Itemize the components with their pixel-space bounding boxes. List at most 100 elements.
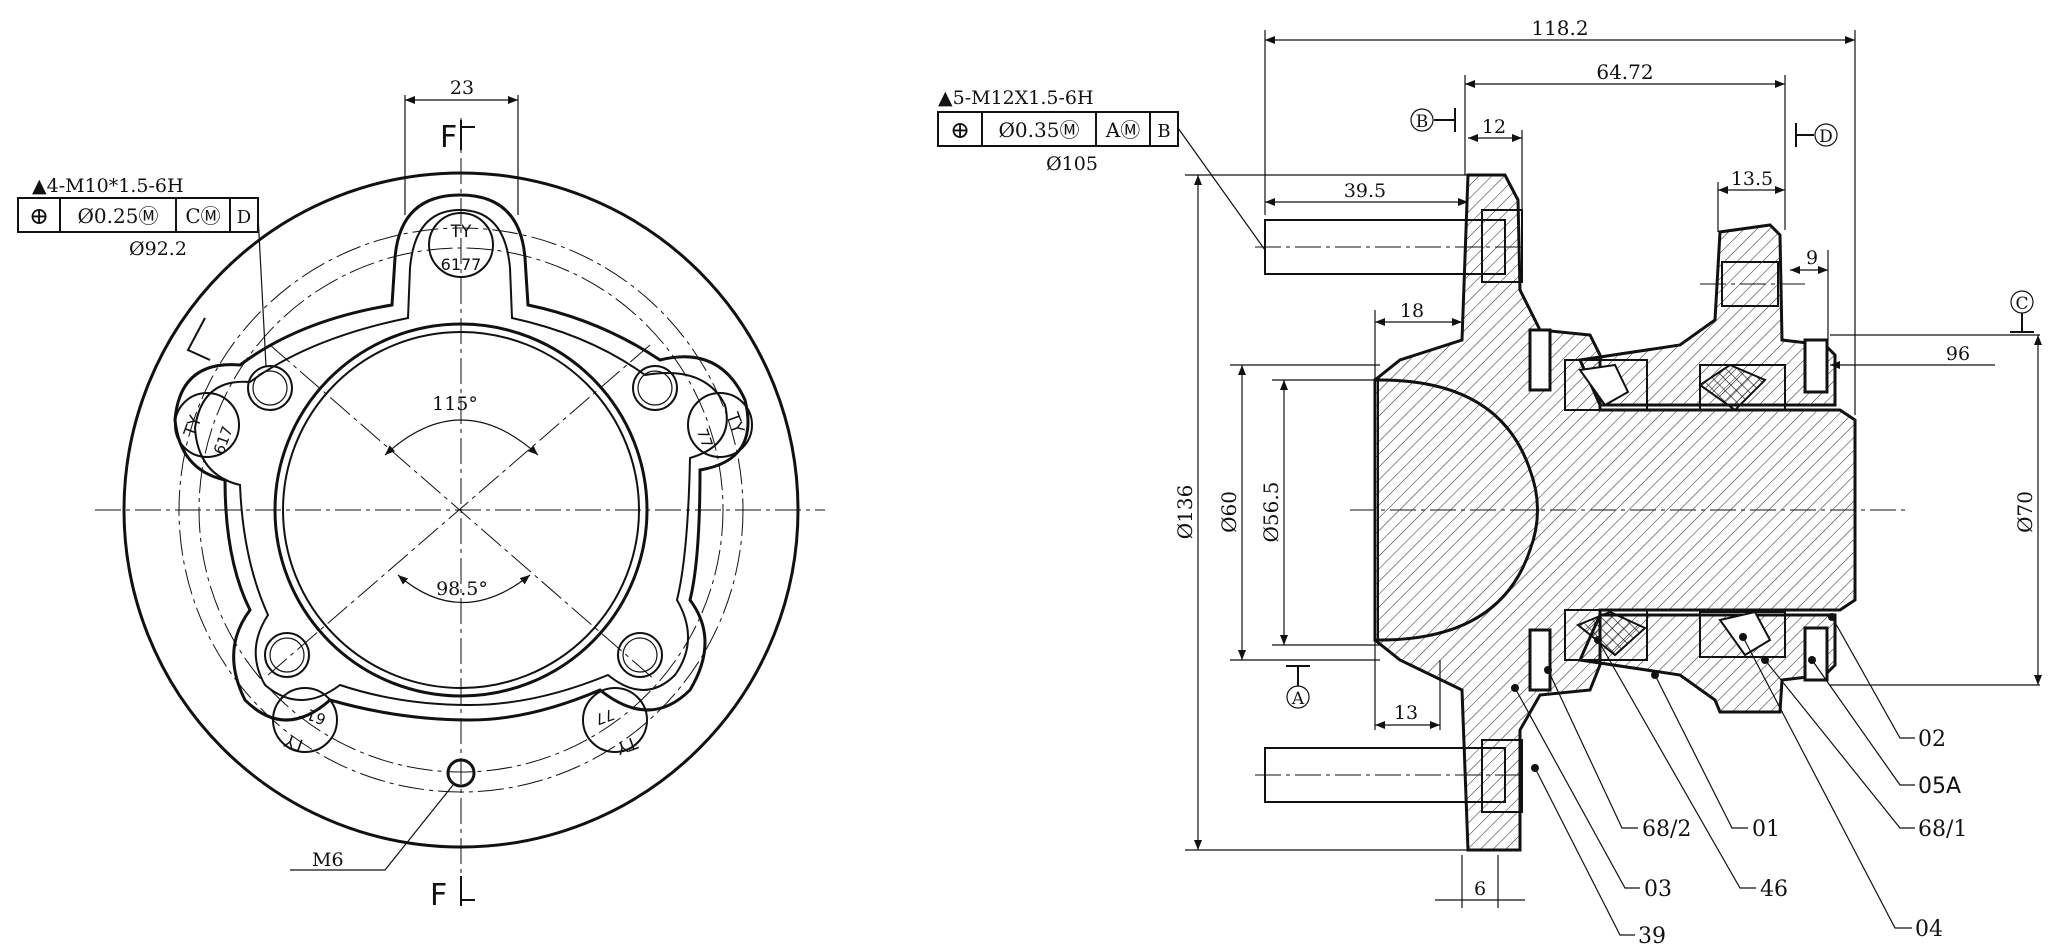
leader-39 — [1534, 767, 1635, 936]
part-05a: 05A — [1918, 774, 1961, 799]
front-fcf-datum1: CⓂ — [185, 204, 220, 228]
leader-68-1 — [1764, 659, 1915, 829]
tab-mark-right-number: 77 — [693, 426, 716, 450]
front-bolt-circle-label: Ø92.2 — [129, 238, 187, 260]
leader-68-2 — [1547, 669, 1638, 829]
m6-hole — [446, 758, 476, 788]
bearing-cage-upper-right — [1699, 364, 1786, 411]
dim-96-label: 96 — [1946, 343, 1970, 365]
tab-boss-br — [582, 687, 648, 753]
bolt-hole-2 — [632, 365, 678, 411]
roller-upper-left — [1578, 363, 1630, 407]
angle-98-label: 98.5° — [436, 578, 488, 600]
dim-136-label: Ø136 — [1173, 485, 1197, 540]
bolt-hole-4-thread — [622, 637, 658, 673]
section-thread-callout: ▲5-M12X1.5-6H — [938, 87, 1094, 109]
m6-leader — [290, 784, 454, 871]
pilot-bore-inner — [282, 331, 640, 689]
angle-115-label: 115° — [432, 393, 478, 415]
part-68-2: 68/2 — [1642, 817, 1691, 842]
pilot-bore-outer — [273, 322, 649, 698]
bolt-hole-1-thread — [252, 370, 288, 406]
front-view: TY 6177 TY 617 TY 77 TY 61 TY 77 M6 F F … — [17, 77, 825, 913]
dim-12-label: 12 — [1482, 116, 1506, 138]
datum-b-label: B — [1416, 112, 1429, 132]
datum-d-label: D — [1819, 127, 1833, 147]
datum-c-label: C — [2015, 294, 2028, 314]
tab-mark-br-ty: TY — [613, 731, 641, 757]
dim-56-label: Ø56.5 — [1259, 482, 1283, 543]
section-fcf-value: Ø0.35Ⓜ — [999, 118, 1080, 142]
dim-118-label: 118.2 — [1531, 16, 1588, 40]
hub-pilot — [1373, 378, 1539, 642]
section-fcf-datum1: AⓂ — [1105, 118, 1140, 142]
seal-upper-right — [1803, 338, 1829, 394]
dim-39-label: 39.5 — [1344, 180, 1386, 202]
bearing-cage-upper-left — [1564, 359, 1648, 411]
leader-03 — [1514, 687, 1640, 889]
tab-boss-top — [428, 212, 494, 278]
part-01: 01 — [1752, 817, 1780, 842]
dim-70-label: Ø70 — [2013, 491, 2037, 533]
datum-a-label: A — [1291, 689, 1305, 709]
front-fcf-value: Ø0.25Ⓜ — [78, 204, 159, 228]
part-02: 02 — [1918, 727, 1946, 752]
tab-mark-right-ty: TY — [721, 409, 747, 437]
bolt-circle-line-outer — [178, 227, 744, 793]
part-04: 04 — [1915, 917, 1943, 942]
section-fcf-datum2: B — [1157, 121, 1170, 142]
dim-60-label: Ø60 — [1217, 491, 1241, 533]
dim-18-label: 18 — [1400, 300, 1424, 322]
bolt-hole-1 — [247, 365, 293, 411]
tab-mark-left-number: 617 — [210, 424, 237, 457]
dim-13-label: 13 — [1394, 702, 1418, 724]
section-callout-leader — [1177, 127, 1266, 251]
bolt-hole-3 — [264, 632, 310, 678]
front-thread-callout: ▲4-M10*1.5-6H — [32, 175, 184, 197]
tab-boss-left — [174, 392, 240, 458]
section-view: 118.2 64.72 12 39.5 13.5 9 18 96 13 — [937, 16, 2042, 946]
dim-13-5-label: 13.5 — [1731, 168, 1773, 190]
leader-05a — [1811, 659, 1915, 786]
section-mark-top: F — [440, 120, 457, 155]
bolt-hole-2-thread — [637, 370, 673, 406]
dim-6-label: 6 — [1474, 878, 1486, 900]
front-fcf-datum2: D — [237, 207, 251, 228]
tab-boss-bl — [272, 687, 338, 753]
part-number-leaders: 02 05A 68/1 04 01 46 68/2 03 39 — [1511, 613, 1967, 946]
roller-lower-right — [1718, 610, 1772, 657]
datum-d-circle — [1814, 123, 1838, 147]
tab-boss-right — [687, 392, 753, 458]
bolt-hole-4 — [617, 632, 663, 678]
front-diagonal-centerline — [269, 344, 656, 681]
flange-inner-contour — [193, 208, 728, 707]
part-39: 39 — [1638, 924, 1666, 946]
part-46: 46 — [1760, 877, 1788, 902]
leader-02 — [1831, 616, 1915, 739]
front-diagonal-centerline-2 — [267, 344, 651, 676]
datum-b-circle — [1410, 108, 1434, 132]
leader-46 — [1597, 639, 1756, 889]
bolt-hole-3-thread — [269, 637, 305, 673]
dim-64-label: 64.72 — [1596, 60, 1653, 84]
tab-mark-left-ty: TY — [180, 413, 206, 441]
outer-ring-section-lower — [1577, 613, 1837, 714]
tab-mark-top-ty: TY — [450, 222, 472, 242]
section-fcf-symbol: ⊕ — [950, 116, 970, 144]
seal-lower-right — [1803, 626, 1829, 682]
section-mark-bottom: F — [430, 878, 447, 913]
angle-98-arc — [397, 574, 531, 603]
leader-04 — [1742, 636, 1912, 929]
flange-outline — [173, 193, 750, 722]
tab-mark-top-number: 6177 — [441, 255, 482, 274]
part-68-1: 68/1 — [1918, 817, 1967, 842]
roller-lower-left — [1576, 610, 1647, 657]
front-callout-leader — [257, 214, 267, 367]
outer-disc — [122, 171, 800, 849]
leader-01 — [1654, 674, 1748, 829]
dim-23-label: 23 — [450, 77, 474, 99]
dim-9-label: 9 — [1806, 247, 1818, 269]
tab-mark-bl-number: 61 — [304, 705, 328, 728]
angle-115-arc — [384, 419, 539, 456]
